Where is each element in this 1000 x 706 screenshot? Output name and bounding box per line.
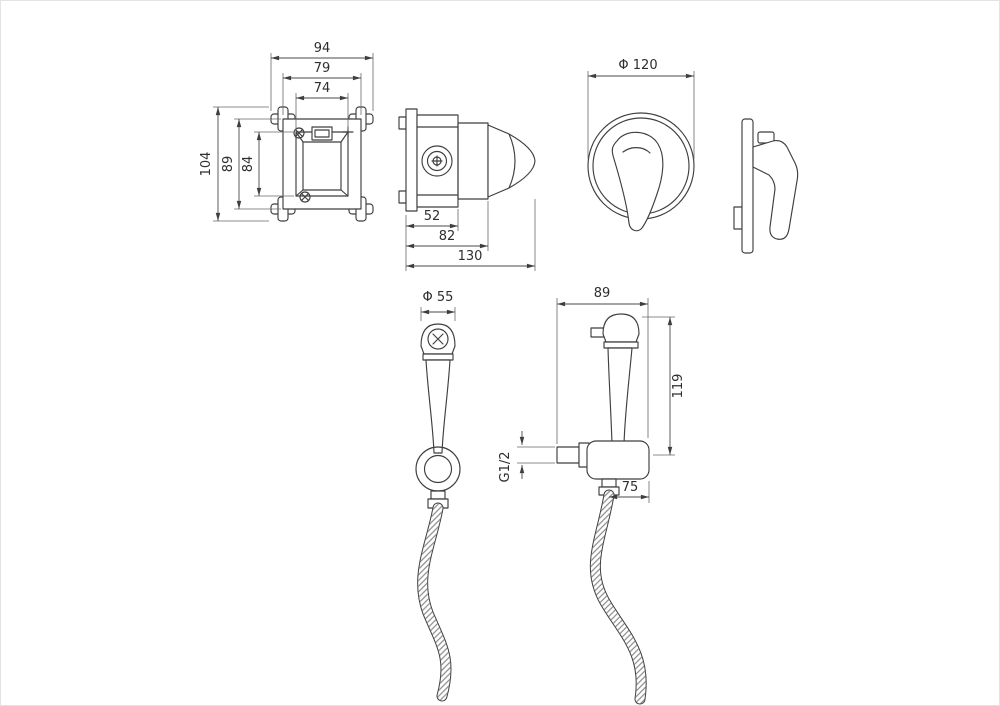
dim-depth-to-valve-label: 52	[424, 209, 441, 224]
dim-height-overall: 104	[199, 106, 269, 222]
dim-plate-diameter: Φ 120	[587, 58, 695, 159]
dim-depth-to-thread-label: 82	[439, 229, 456, 244]
dim-thread-size-label: G1/2	[498, 452, 513, 483]
dim-depth-to-valve: 52	[405, 209, 459, 271]
shower-hose	[589, 489, 647, 705]
mounting-plate-side	[405, 108, 418, 212]
dim-width-overall: 94	[270, 41, 374, 111]
wall-outlet-view: 89 119 75 G1/2	[498, 286, 686, 705]
dim-plate-diameter-label: Φ 120	[618, 58, 657, 73]
dim-bracket-width: 89	[556, 286, 649, 444]
dim-hose-offset: 75	[609, 480, 650, 503]
trim-plate-side-outline	[741, 118, 754, 254]
dim-depth-overall-label: 130	[458, 249, 483, 264]
trim-plate-side-view	[733, 118, 799, 254]
wall-holder-ring	[415, 446, 461, 492]
dim-sprayer-diameter-label: Φ 55	[423, 290, 454, 305]
dim-height-opening-label: 84	[241, 156, 256, 173]
sprayer-head	[602, 313, 640, 343]
dim-bracket-width-label: 89	[594, 286, 611, 301]
inlet-thread	[556, 446, 580, 464]
dim-height-opening: 84	[241, 131, 294, 197]
dim-width-opening-label: 74	[314, 81, 331, 96]
screw-icon	[293, 127, 305, 139]
shower-hose	[417, 502, 452, 702]
dim-sprayer-height-label: 119	[671, 374, 686, 399]
mixer-lever-side	[752, 140, 799, 240]
sprayer-handle	[607, 347, 633, 445]
screw-icon	[427, 328, 449, 350]
trim-plate-front-view: Φ 120	[587, 58, 695, 232]
dim-thread-size: G1/2	[498, 431, 555, 483]
dim-depth-overall: 130	[406, 199, 536, 271]
hand-sprayer-view: Φ 55	[415, 290, 461, 702]
dim-hose-offset-label: 75	[622, 480, 639, 495]
dim-sprayer-height: 119	[642, 316, 686, 456]
dim-width-plate: 79	[282, 61, 362, 115]
protective-cap	[487, 124, 536, 198]
mixer-side-view: 52 82 130	[398, 108, 536, 271]
mixer-lever-front	[611, 131, 664, 232]
valve-port	[421, 145, 453, 177]
mixer-front-view: 94 79 74 104 89 84	[199, 41, 374, 222]
dim-sprayer-diameter: Φ 55	[420, 290, 456, 321]
dim-height-plate-label: 89	[221, 156, 236, 173]
sprayer-handle	[425, 359, 451, 454]
dim-width-plate-label: 79	[314, 61, 331, 76]
bracket-body	[586, 440, 650, 480]
threaded-section	[457, 122, 489, 200]
screw-icon	[299, 191, 311, 203]
dim-height-overall-label: 104	[199, 152, 214, 177]
dim-width-overall-label: 94	[314, 41, 331, 56]
dim-depth-to-thread: 82	[406, 201, 489, 251]
dim-width-opening: 74	[295, 81, 349, 130]
dim-height-plate: 89	[221, 118, 281, 210]
